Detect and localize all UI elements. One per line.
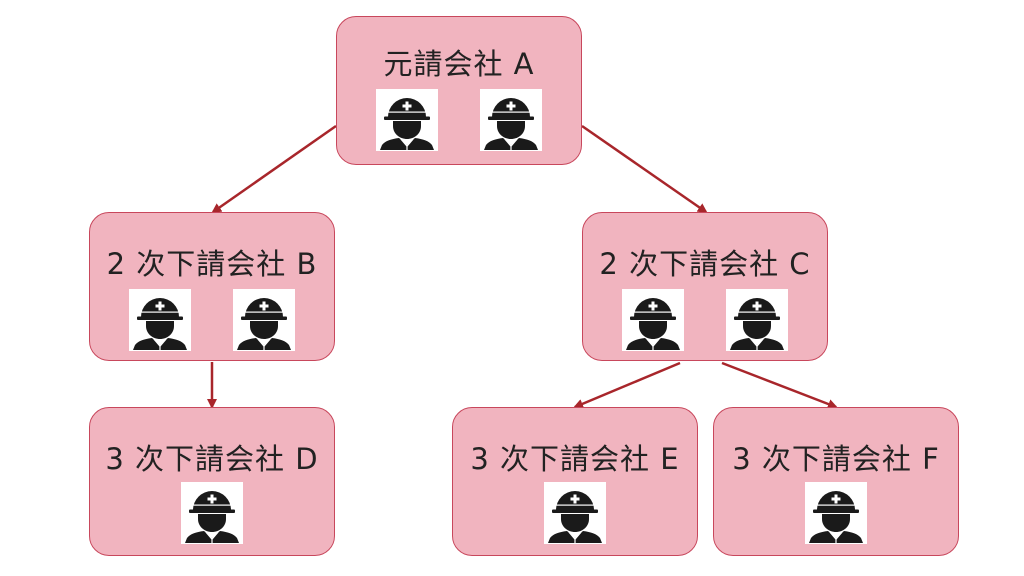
arrow-c-to-f xyxy=(721,361,838,409)
company-f-box: 3 次下請会社 F xyxy=(713,407,959,556)
company-c-workers xyxy=(583,289,827,351)
company-d-label: 3 次下請会社 D xyxy=(105,442,319,476)
company-a-workers xyxy=(337,89,581,151)
company-d-workers xyxy=(90,482,334,544)
worker-icon xyxy=(805,482,867,544)
worker-icon xyxy=(622,289,684,351)
worker-icon xyxy=(480,89,542,151)
company-b-box: 2 次下請会社 B xyxy=(89,212,335,361)
company-b-label: 2 次下請会社 B xyxy=(106,247,318,281)
company-d-box: 3 次下請会社 D xyxy=(89,407,335,556)
worker-icon xyxy=(233,289,295,351)
worker-icon xyxy=(129,289,191,351)
company-c-label: 2 次下請会社 C xyxy=(599,247,811,281)
company-f-label: 3 次下請会社 F xyxy=(732,442,940,476)
arrow-a-to-b xyxy=(211,124,337,214)
arrow-a-to-c xyxy=(581,124,708,214)
company-b-workers xyxy=(90,289,334,351)
company-a-label: 元請会社 A xyxy=(383,47,535,81)
worker-icon xyxy=(181,482,243,544)
worker-icon xyxy=(726,289,788,351)
company-e-box: 3 次下請会社 E xyxy=(452,407,698,556)
company-e-label: 3 次下請会社 E xyxy=(470,442,680,476)
company-a-box: 元請会社 A xyxy=(336,16,582,165)
worker-icon xyxy=(544,482,606,544)
company-e-workers xyxy=(453,482,697,544)
arrow-c-to-e xyxy=(573,361,681,409)
company-f-workers xyxy=(714,482,958,544)
company-c-box: 2 次下請会社 C xyxy=(582,212,828,361)
worker-icon xyxy=(376,89,438,151)
